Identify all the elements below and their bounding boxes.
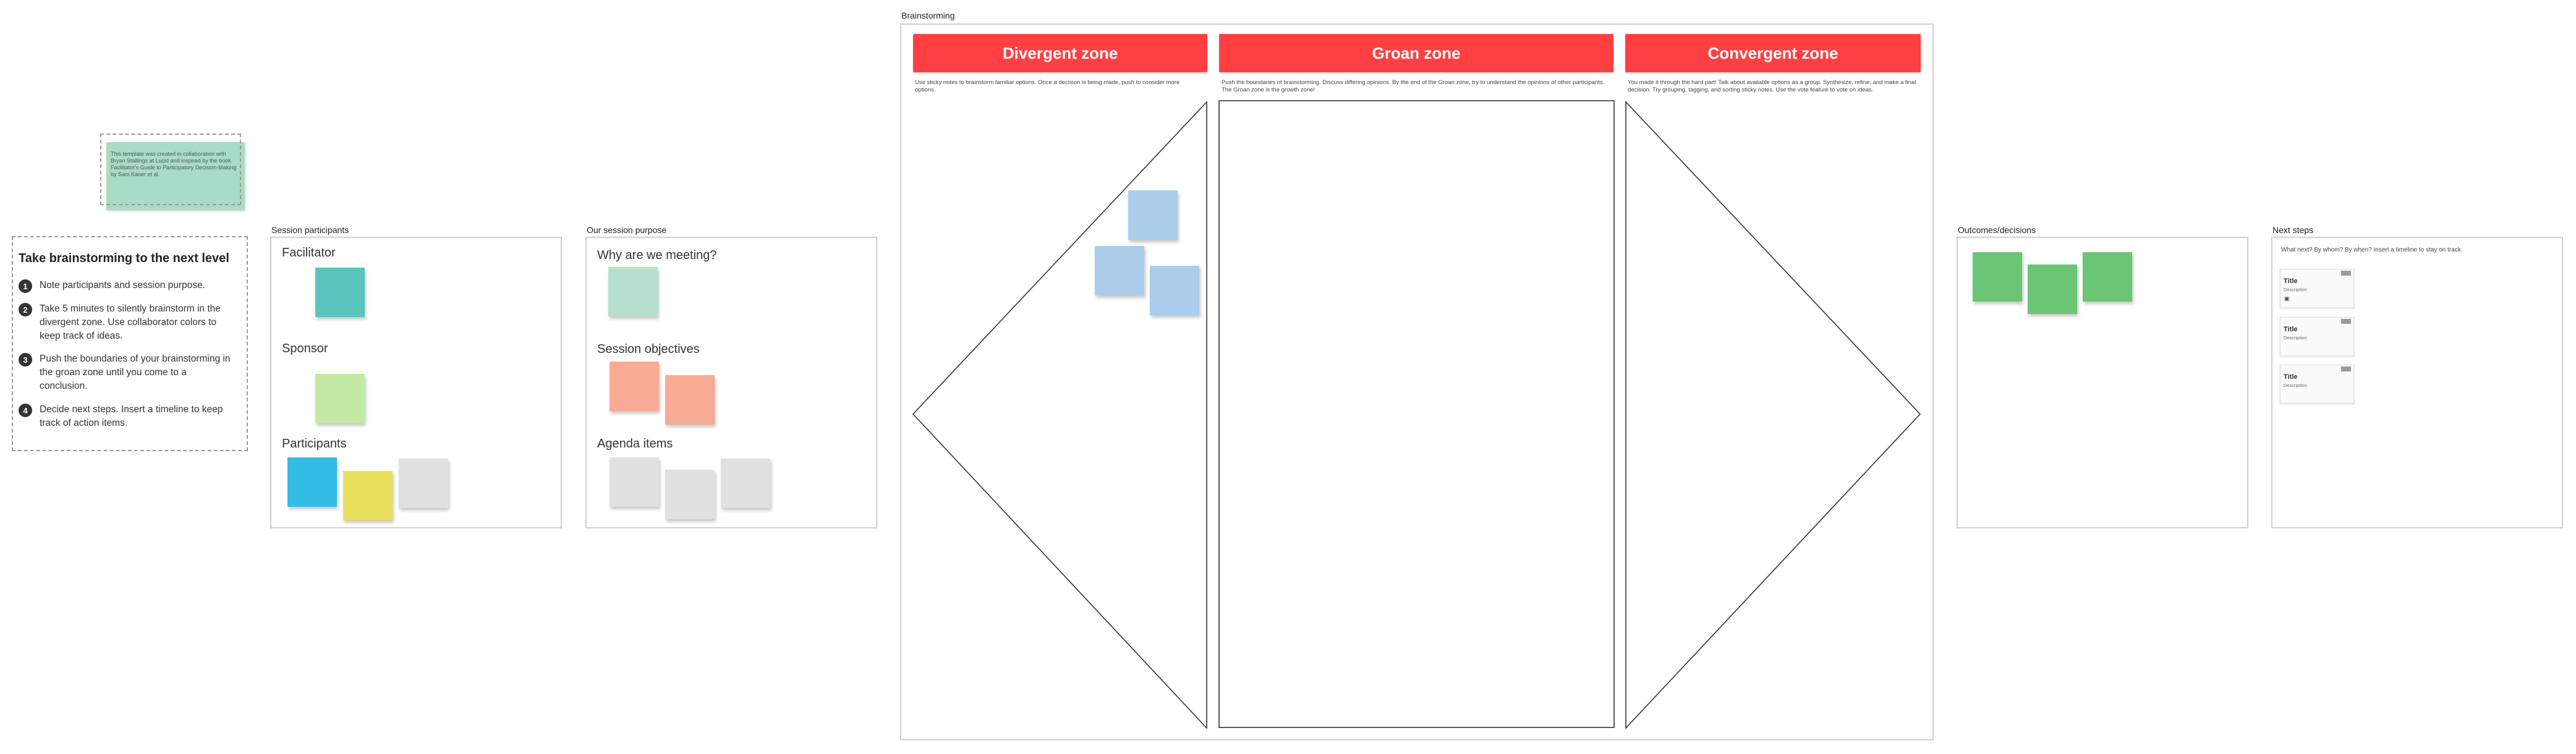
divergent-zone-header[interactable]: Divergent zone [913,34,1207,72]
card-tag [2341,319,2351,324]
outcome-sticky-note[interactable] [1973,252,2022,302]
idea-sticky-note[interactable] [1128,190,1178,240]
instructions-box[interactable] [12,236,248,451]
objective-sticky-note[interactable] [610,362,659,411]
credit-note-text: This template was created in collaborati… [111,151,237,177]
card-title: Title [2284,277,2298,285]
outcome-sticky-note[interactable] [2028,265,2077,314]
step-number: 2 [19,303,32,316]
purpose-panel-label: Our session purpose [587,225,667,235]
session-objectives-heading: Session objectives [597,342,700,356]
brainstorming-label: Brainstorming [901,11,955,20]
card-title: Title [2284,373,2298,381]
card-description: Description [2284,335,2307,341]
step-number: 3 [19,353,32,366]
instruction-step: 2 Take 5 minutes to silently brainstorm … [19,302,235,343]
participant-sticky-note[interactable] [343,471,393,520]
facilitator-sticky-note[interactable] [315,268,365,317]
calendar-icon[interactable]: ▣ [2284,295,2290,302]
step-number: 4 [19,404,32,417]
why-meeting-sticky-note[interactable] [608,267,658,316]
credit-note-border [100,133,241,205]
why-meeting-heading: Why are we meeting? [597,248,717,262]
groan-zone-description: Push the boundaries of brainstorming. Di… [1222,79,1605,93]
participant-sticky-note[interactable] [399,459,448,508]
step-text: Note participants and session purpose. [40,280,205,290]
agenda-sticky-note[interactable] [665,470,715,519]
next-steps-panel-label: Next steps [2272,225,2314,235]
credit-note[interactable] [106,142,245,210]
convergent-zone-header[interactable]: Convergent zone [1625,34,1921,72]
groan-zone-header[interactable]: Groan zone [1219,34,1613,72]
brainstorming-frame[interactable] [900,23,1934,740]
instruction-step: 1 Note participants and session purpose. [19,279,235,293]
step-text: Take 5 minutes to silently brainstorm in… [40,303,221,341]
card-description: Description [2284,287,2307,292]
idea-sticky-note[interactable] [1095,246,1144,295]
convergent-zone-description: You made it through the hard part! Talk … [1628,79,1916,93]
timeline-card[interactable]: Title Description [2280,365,2354,404]
card-tag [2341,271,2351,276]
facilitator-heading: Facilitator [282,246,336,260]
sponsor-heading: Sponsor [282,342,328,355]
participants-panel-label: Session participants [271,225,349,235]
step-number: 1 [19,279,32,293]
sponsor-sticky-note[interactable] [315,374,365,423]
card-title: Title [2284,326,2298,333]
divergent-zone-description: Use sticky notes to brainstorm familiar … [915,79,1180,93]
outcomes-panel-label: Outcomes/decisions [1958,225,2036,235]
objective-sticky-note[interactable] [665,375,715,425]
card-tag [2341,366,2351,371]
agenda-sticky-note[interactable] [721,459,770,508]
agenda-items-heading: Agenda items [597,437,673,451]
instruction-step: 4 Decide next steps. Insert a timeline t… [19,403,235,430]
card-description: Description [2284,383,2307,388]
participant-sticky-note[interactable] [287,457,337,507]
agenda-sticky-note[interactable] [610,457,659,507]
idea-sticky-note[interactable] [1150,266,1199,315]
next-steps-prompt: What next? By whom? By when? Insert a ti… [2281,247,2463,253]
instructions-title: Take brainstorming to the next level [19,252,229,265]
participants-heading: Participants [282,437,347,451]
outcome-sticky-note[interactable] [2083,252,2132,302]
timeline-card[interactable]: Title Description ▣ [2280,269,2354,308]
step-text: Decide next steps. Insert a timeline to … [40,404,223,428]
step-text: Push the boundaries of your brainstormin… [40,354,231,391]
instruction-step: 3 Push the boundaries of your brainstorm… [19,352,235,393]
timeline-card[interactable]: Title Description [2280,317,2354,356]
